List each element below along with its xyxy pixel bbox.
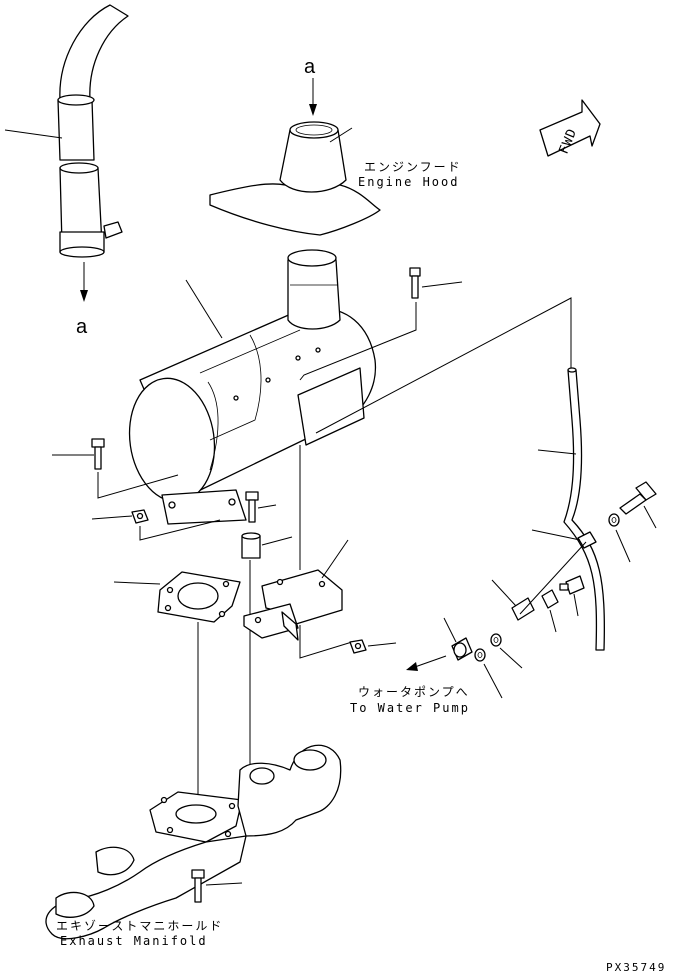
flow-ref-label-top: a xyxy=(304,56,316,78)
connector-line-bolt-left xyxy=(97,472,179,499)
connector-line-nut-left xyxy=(139,519,221,541)
fwd-direction-arrow: FWD xyxy=(539,99,601,157)
mounting-bracket xyxy=(243,569,343,641)
bolt-manifold xyxy=(191,869,205,903)
nut-bracket xyxy=(349,639,367,654)
water-pipe xyxy=(563,367,605,651)
leader-hood-seal xyxy=(329,127,353,143)
leader-gasket xyxy=(113,581,161,585)
connector-line-muffler-bracket xyxy=(299,302,417,381)
pipe-clamp xyxy=(577,531,597,549)
leader-pipe-clamp xyxy=(531,529,581,541)
washer-hose-2 xyxy=(490,633,502,647)
flow-ref-label-bottom: a xyxy=(76,316,88,338)
leader-bolt-top xyxy=(421,281,463,288)
leader-nut-left xyxy=(91,515,133,520)
washer-clamp xyxy=(608,513,620,527)
exhaust-manifold-label-en: Exhaust Manifold xyxy=(60,934,208,948)
engine-hood-label-en: Engine Hood xyxy=(358,175,460,189)
connector-line-bracket-nut xyxy=(299,625,353,659)
flow-arrow-into-hood xyxy=(309,78,317,116)
exhaust-manifold-label-jp: エキゾーストマニホールド xyxy=(56,919,224,933)
bolt-muffler-top xyxy=(409,267,421,299)
leader-nut-bracket xyxy=(367,642,397,647)
hose-plug xyxy=(451,637,473,661)
muffler xyxy=(128,249,377,525)
sleeve-small xyxy=(541,589,559,609)
connector-bolt xyxy=(559,575,585,595)
leader-sleeve-small xyxy=(549,609,557,633)
drawing-number: PX35749 xyxy=(606,961,667,974)
leader-bracket xyxy=(321,539,349,579)
nut-left xyxy=(131,509,149,524)
flow-arrow-down xyxy=(80,262,88,302)
leader-muffler xyxy=(185,279,223,339)
leader-hose-clip xyxy=(491,579,517,607)
leader-connector-bolt xyxy=(573,593,579,617)
leader-elbow-pipe xyxy=(4,129,63,139)
engine-hood-label-jp: エンジンフード xyxy=(364,160,462,174)
connector-line-clip xyxy=(519,541,587,615)
leader-spacer xyxy=(261,536,293,546)
leader-water-pipe xyxy=(537,449,577,455)
leader-washer-hose-1 xyxy=(483,663,503,699)
water-pump-label-jp: ウォータポンプへ xyxy=(358,685,470,699)
exhaust-manifold xyxy=(45,744,342,940)
connector-line-pipe-bracket xyxy=(315,297,572,434)
connector-line-hose xyxy=(443,617,457,643)
hose-clip xyxy=(511,597,535,621)
leader-bolt-manifold xyxy=(205,882,243,886)
washer-hose-1 xyxy=(474,648,486,662)
gasket xyxy=(157,571,241,623)
spacer-collar xyxy=(241,532,261,559)
water-pump-label-en: To Water Pump xyxy=(350,701,470,715)
water-pump-arrow xyxy=(406,655,447,671)
stud-bolt-center xyxy=(245,491,259,523)
engine-hood-seal xyxy=(209,121,381,236)
leader-bolt-clamp xyxy=(643,505,657,529)
bolt-clamp xyxy=(619,481,657,515)
bolt-left xyxy=(91,438,105,470)
leader-washer-hose-2 xyxy=(499,647,523,669)
exhaust-elbow-pipe xyxy=(57,4,129,258)
leader-stud-bolt xyxy=(257,504,277,509)
leader-washer-clamp xyxy=(615,529,631,563)
